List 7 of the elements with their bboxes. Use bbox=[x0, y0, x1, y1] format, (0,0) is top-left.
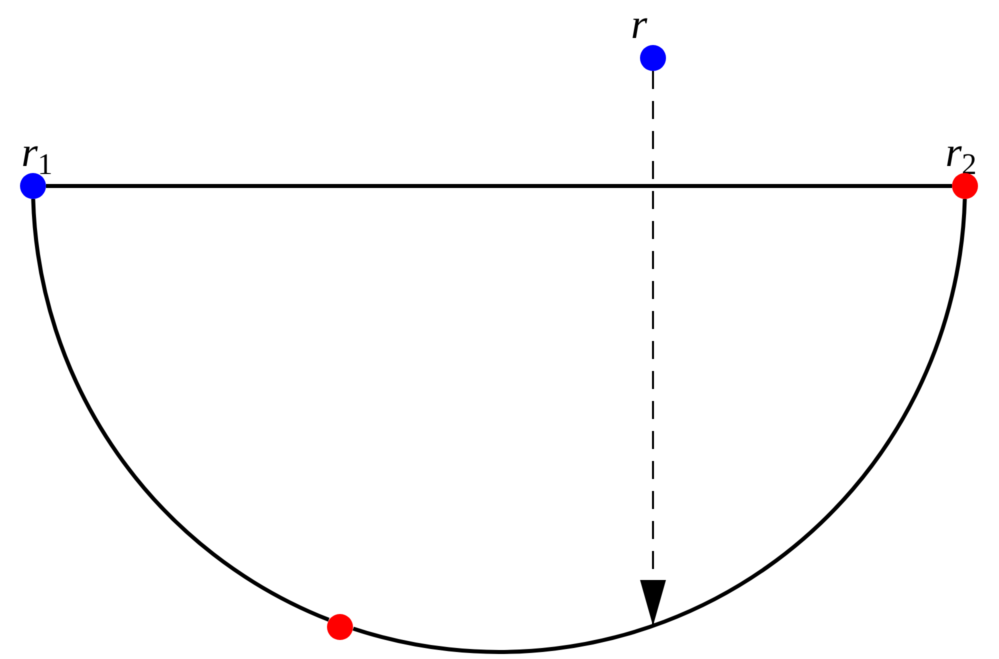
point-label: r$_{1}$ bbox=[21, 133, 53, 173]
point-label: r bbox=[630, 5, 648, 45]
connecting-line bbox=[46, 184, 952, 188]
point-label: r$_{2}$ bbox=[945, 133, 977, 173]
dashed-arrow bbox=[640, 71, 666, 626]
semicircle-arc bbox=[31, 198, 330, 622]
semicircle-arc bbox=[352, 198, 967, 654]
